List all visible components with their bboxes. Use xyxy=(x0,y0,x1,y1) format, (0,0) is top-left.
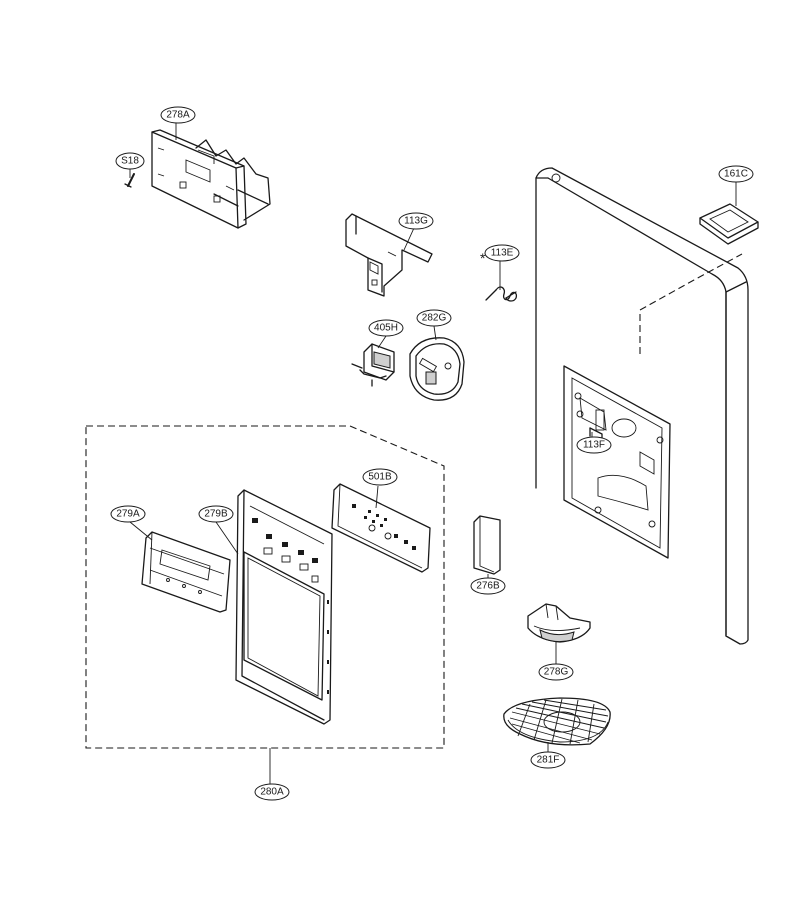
door-panel xyxy=(535,167,749,645)
callout-label-113f: 113F xyxy=(583,440,605,451)
callout-281f: 281F xyxy=(530,751,566,769)
callout-label-113e: 113E xyxy=(491,248,514,259)
callout-s18: S18 xyxy=(115,152,145,170)
callout-label-280a: 280A xyxy=(260,787,284,798)
callout-label-282g: 282G xyxy=(422,313,447,324)
callout-501b: 501B xyxy=(362,468,398,486)
part-s18-screw xyxy=(124,173,135,188)
callout-label-405h: 405H xyxy=(374,323,398,334)
callout-276b: 276B xyxy=(470,577,506,595)
leader-lines xyxy=(129,122,737,784)
asterisk-marker: * xyxy=(480,250,486,266)
part-279b-face-frame xyxy=(235,489,333,725)
callout-278a: 278A xyxy=(160,106,196,124)
callout-label-s18: S18 xyxy=(121,156,139,167)
callout-279a: 279A xyxy=(110,505,146,523)
part-278a-bracket xyxy=(151,129,271,229)
part-279a-display-label xyxy=(141,531,231,613)
callout-label-279b: 279B xyxy=(204,509,228,520)
callout-280a: 280A xyxy=(254,783,290,801)
callout-label-278a: 278A xyxy=(166,110,190,121)
callout-label-279a: 279A xyxy=(116,509,140,520)
part-113e-spring xyxy=(485,286,518,302)
part-281f-drip-tray xyxy=(503,697,611,746)
callout-label-281f: 281F xyxy=(537,755,560,766)
callout-label-161c: 161C xyxy=(724,169,748,180)
part-276b-cover xyxy=(473,515,501,575)
part-282g-cover xyxy=(409,337,465,401)
callout-278g: 278G xyxy=(538,663,574,681)
callout-label-501b: 501B xyxy=(368,472,392,483)
callout-279b: 279B xyxy=(198,505,234,523)
callout-405h: 405H xyxy=(368,319,404,337)
callout-113f: 113F xyxy=(576,436,612,454)
assembly-280a-outline xyxy=(85,425,445,749)
part-405h-solenoid xyxy=(351,343,395,387)
part-161c-cap xyxy=(699,203,759,245)
part-113g-bracket xyxy=(345,213,433,297)
callout-label-278g: 278G xyxy=(544,667,569,678)
part-278g-funnel xyxy=(527,603,591,643)
callout-label-113g: 113G xyxy=(404,216,428,227)
callout-label-276b: 276B xyxy=(476,581,500,592)
callout-161c: 161C xyxy=(718,165,754,183)
callout-113g: 113G xyxy=(398,212,434,230)
part-501b-circuit-board xyxy=(331,483,431,573)
callout-282g: 282G xyxy=(416,309,452,327)
callout-113e: * 113E xyxy=(480,244,520,266)
